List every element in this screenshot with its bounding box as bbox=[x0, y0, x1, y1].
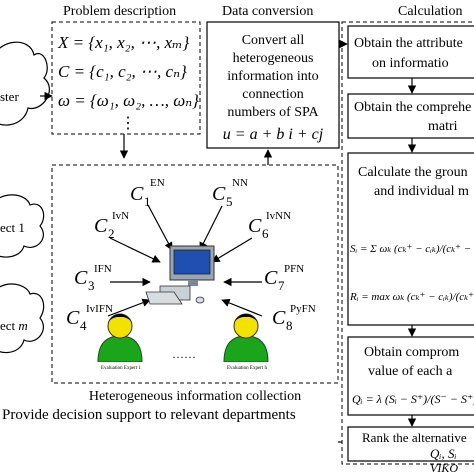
svg-text:C: C bbox=[248, 215, 262, 237]
collection-arrows bbox=[107, 204, 263, 317]
expert-h-label: Evaluation Expert h bbox=[227, 366, 267, 371]
expert-h-body bbox=[223, 335, 269, 363]
step-compromise-line-1: Obtain comprom bbox=[364, 345, 459, 360]
arrow-c4 bbox=[107, 298, 151, 317]
criterion-label-c3: C 3 IFN bbox=[74, 263, 112, 293]
svg-text:EN: EN bbox=[150, 177, 165, 189]
svg-text:8: 8 bbox=[286, 318, 293, 333]
conversion-line-2: heterogeneous bbox=[233, 51, 314, 66]
criteria-set: C = {c₁, c₂, ⋯, cₙ} bbox=[58, 62, 187, 81]
svg-text:7: 7 bbox=[278, 278, 285, 293]
problem-description-box bbox=[51, 21, 201, 135]
step-comprehensive-line-1: Obtain the comprehe bbox=[354, 100, 471, 115]
spa-formula: u = a + b i + cj bbox=[223, 126, 324, 143]
header-calculation: Calculation bbox=[398, 4, 463, 19]
arrow-c8 bbox=[221, 298, 263, 317]
expert-h-hair bbox=[234, 314, 258, 322]
weights-set: ω = {ω₁, ω₂, …, ωₙ} bbox=[58, 91, 199, 110]
monitor-stand bbox=[188, 280, 198, 286]
calculation-column bbox=[341, 21, 474, 465]
collection-box bbox=[51, 164, 339, 384]
step-comprehensive-box bbox=[347, 93, 474, 139]
data-conversion-box bbox=[206, 21, 340, 149]
expert-1-hair bbox=[108, 314, 132, 322]
group-utility-formula: Sᵢ = Σ ωₖ (cₖ⁺ − cᵢₖ)/(cₖ⁺ − cₖ⁻) = Σ bbox=[350, 243, 474, 255]
criterion-label-c5: C 5 NN bbox=[212, 177, 248, 209]
monitor-screen bbox=[173, 249, 211, 275]
step-attribute-line-1: Obtain the attribute bbox=[354, 36, 463, 51]
step-attribute-line-2: on informatio bbox=[372, 56, 449, 71]
step-group-line-2: and individual m bbox=[374, 184, 469, 199]
svg-text:C: C bbox=[212, 183, 226, 205]
cluster-label: ster bbox=[0, 89, 19, 104]
mouse bbox=[195, 296, 205, 304]
svg-text:C: C bbox=[264, 267, 278, 289]
svg-text:C: C bbox=[66, 307, 80, 329]
svg-text:IFN: IFN bbox=[94, 263, 112, 275]
step-compromise-line-2: value of each a bbox=[368, 364, 453, 379]
problem-ellipsis: ⋮ bbox=[120, 115, 136, 132]
collection-caption: Heterogeneous information collection bbox=[89, 389, 301, 404]
arrow-c5 bbox=[199, 205, 223, 251]
arrow-c6 bbox=[211, 237, 253, 263]
criterion-label-c6: C 6 IvNN bbox=[248, 210, 291, 241]
expert-h-head bbox=[233, 313, 259, 339]
compromise-formula: Qᵢ = λ (Sᵢ − S⁺)/(S⁻ − S⁺) + ( bbox=[352, 392, 474, 406]
svg-text:PFN: PFN bbox=[284, 263, 304, 275]
criterion-label-c1: C 1 EN bbox=[130, 177, 165, 209]
expert-1-body bbox=[97, 335, 143, 363]
criterion-label-c8: C 8 PyFN bbox=[272, 303, 316, 333]
svg-text:PyFN: PyFN bbox=[290, 303, 316, 315]
svg-text:3: 3 bbox=[88, 278, 95, 293]
svg-text:C: C bbox=[130, 183, 144, 205]
step-compromise-box bbox=[347, 336, 474, 416]
criterion-label-c7: C 7 PFN bbox=[264, 263, 304, 293]
step-group-line-1: Calculate the groun bbox=[358, 165, 468, 180]
expert-1-label: Evaluation Expert 1 bbox=[101, 366, 141, 371]
svg-text:1: 1 bbox=[144, 194, 151, 209]
svg-text:2: 2 bbox=[108, 226, 115, 241]
criterion-label-c4: C 4 IvIFN bbox=[66, 303, 113, 333]
alternatives-set: X = {x₁, x₂, ⋯, xₘ} bbox=[57, 33, 190, 52]
expert-1-head bbox=[107, 313, 133, 339]
svg-text:IvNN: IvNN bbox=[266, 210, 291, 222]
cluster-cloud: ster bbox=[0, 41, 50, 126]
svg-text:5: 5 bbox=[226, 194, 233, 209]
svg-text:C: C bbox=[74, 267, 88, 289]
conversion-line-1: Convert all bbox=[242, 33, 305, 48]
step-rank-line-2: Qᵢ, Sᵢ bbox=[430, 446, 457, 461]
conversion-line-5: numbers of SPA bbox=[227, 105, 319, 120]
svg-text:C: C bbox=[272, 307, 286, 329]
experts-ellipsis: …… bbox=[172, 347, 196, 361]
arrow-c1 bbox=[147, 204, 173, 251]
criterion-label-c2: C 2 IvN bbox=[94, 210, 129, 241]
step-group-utility-box bbox=[347, 152, 474, 326]
svg-text:4: 4 bbox=[80, 318, 87, 333]
conversion-line-3: information into bbox=[227, 69, 318, 84]
step-rank-line-1: Rank the alternative bbox=[362, 430, 467, 445]
expert-1-label: ect 1 bbox=[0, 220, 25, 235]
expert-m-cloud: ect m bbox=[0, 283, 45, 354]
individual-regret-formula: Rᵢ = max ωₖ (cₖ⁺ − cᵢₖ)/(cₖ⁺ − cₖ⁻) bbox=[349, 291, 474, 303]
step-attribute-box bbox=[347, 25, 474, 79]
decision-support-text: Provide decision support to relevant dep… bbox=[2, 407, 296, 423]
header-data-conversion: Data conversion bbox=[222, 4, 313, 19]
conversion-line-4: connection bbox=[242, 87, 303, 102]
svg-text:6: 6 bbox=[262, 226, 269, 241]
evaluation-expert-1: Evaluation Expert 1 bbox=[96, 313, 146, 371]
expert-1-cloud: ect 1 bbox=[0, 194, 45, 258]
svg-text:IvIFN: IvIFN bbox=[86, 303, 113, 315]
viko-footer: VIKO bbox=[430, 461, 458, 474]
step-comprehensive-line-2: matri bbox=[428, 119, 458, 134]
header-problem-description: Problem description bbox=[63, 4, 176, 19]
keyboard bbox=[145, 291, 183, 305]
svg-text:IvN: IvN bbox=[112, 210, 129, 222]
evaluation-expert-h: Evaluation Expert h bbox=[222, 313, 272, 371]
expert-m-label: ect m bbox=[0, 318, 28, 333]
arrow-c2 bbox=[109, 237, 161, 263]
svg-text:C: C bbox=[94, 215, 108, 237]
computer-icon bbox=[145, 245, 215, 305]
svg-text:NN: NN bbox=[232, 177, 248, 189]
step-rank-box bbox=[347, 426, 474, 462]
